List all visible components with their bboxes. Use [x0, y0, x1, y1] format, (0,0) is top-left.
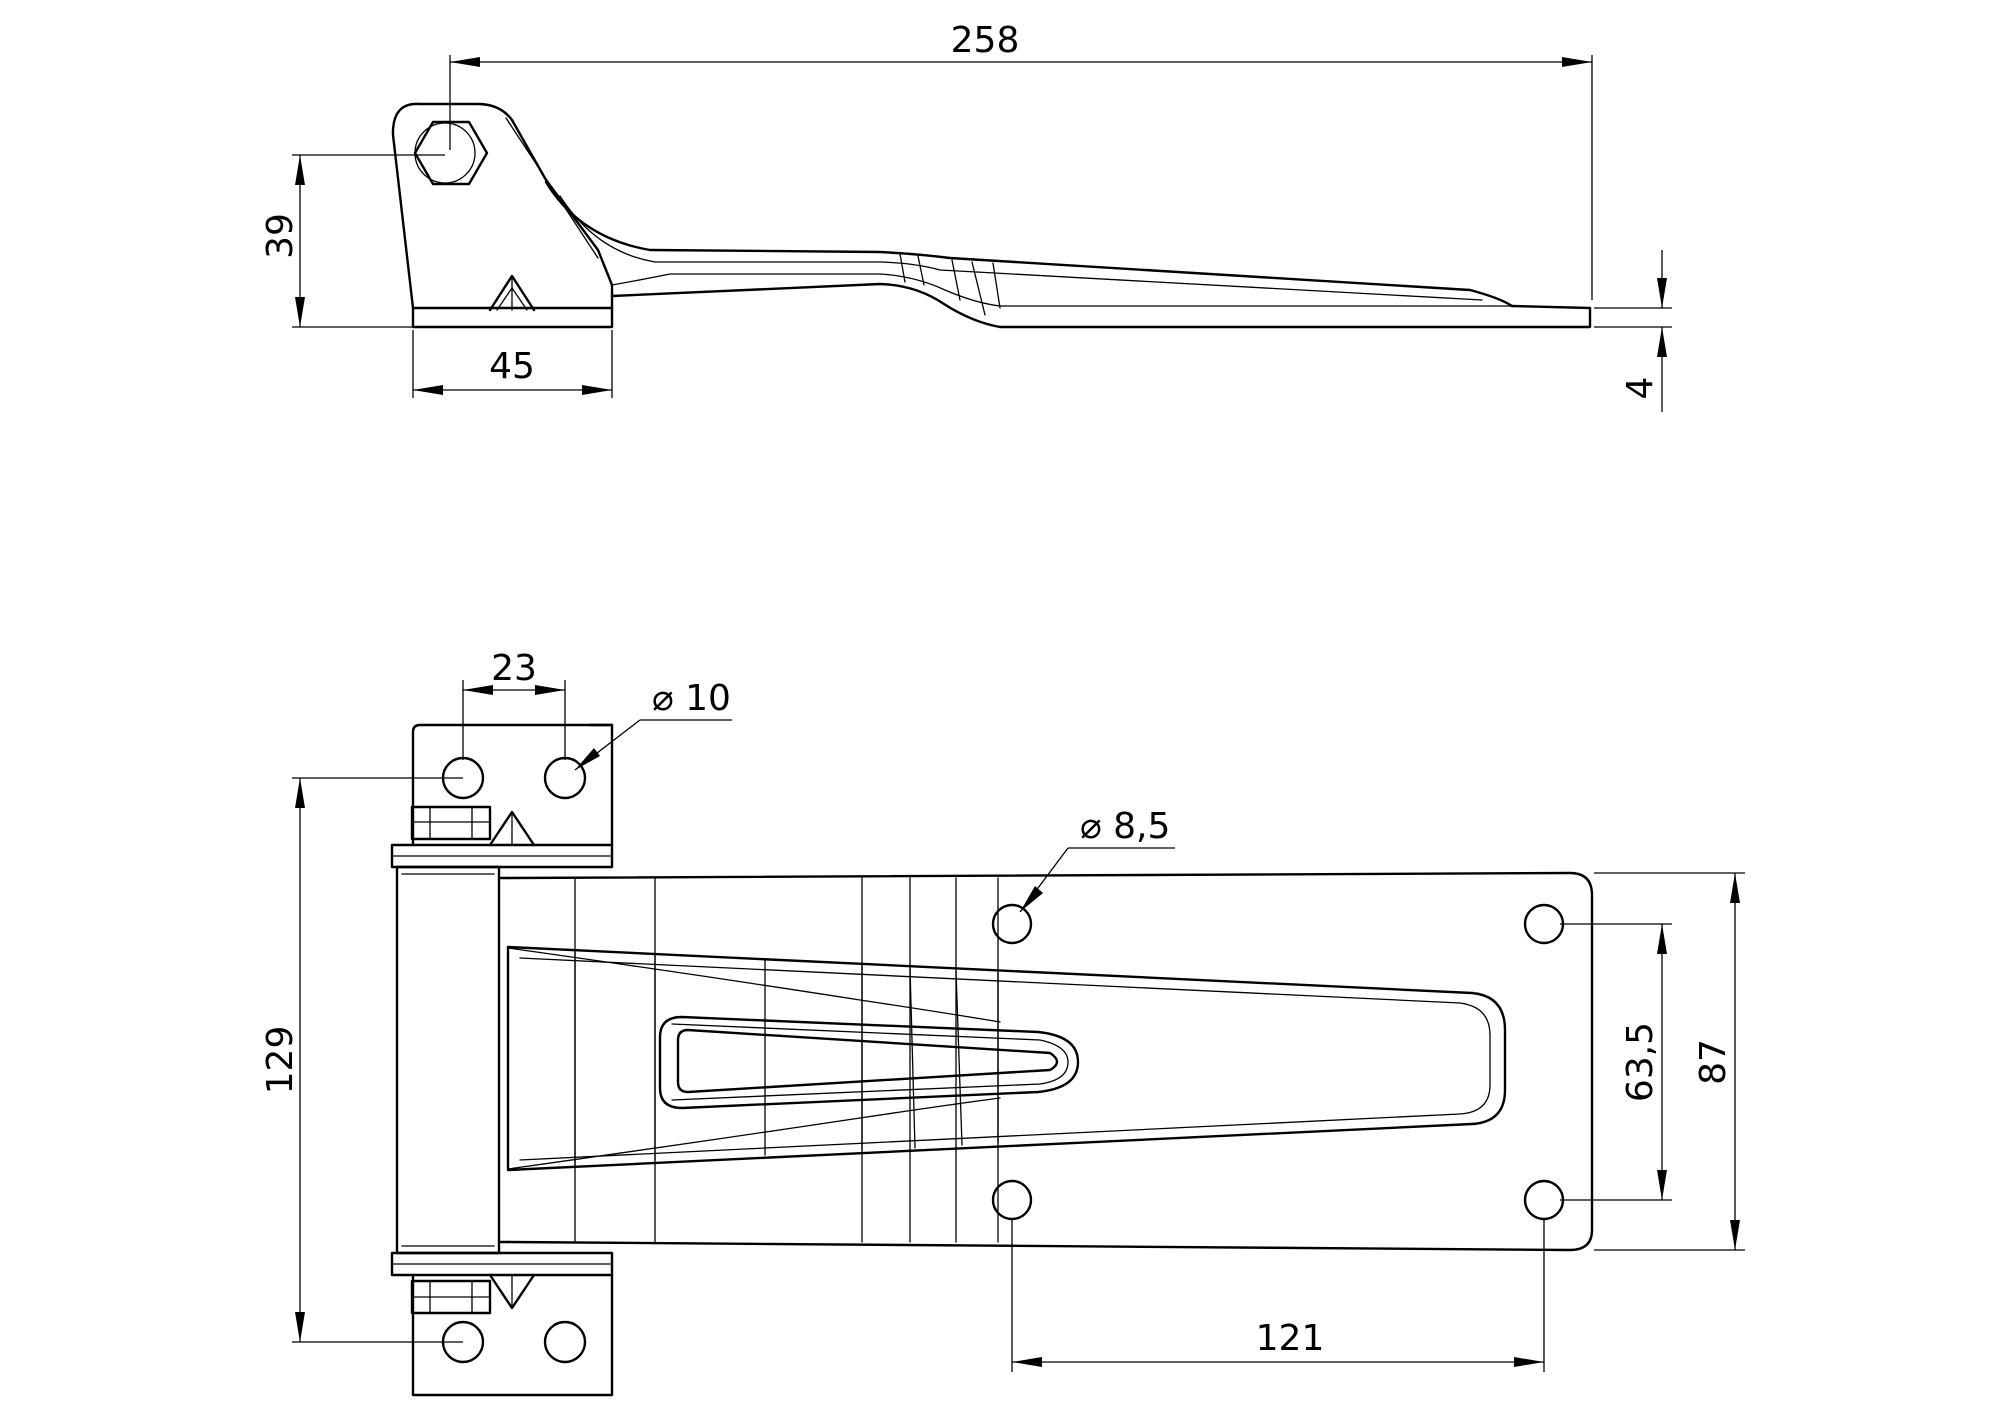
top-nut	[410, 805, 492, 841]
hex-bolt	[413, 120, 489, 186]
dimension-label-leaf-hole-pitch-horizontal: 121	[1256, 1318, 1325, 1359]
dimension-leaf-hole-pitch-vertical: 63,5	[1560, 923, 1672, 1201]
dimension-label-knuckle-height: 39	[260, 213, 301, 259]
dimension-hinge-hole-diameter: ⌀ 10	[574, 678, 732, 771]
central-slot	[658, 1015, 1080, 1110]
dimension-label-leaf-height: 87	[1693, 1039, 1734, 1085]
dimension-leaf-hole-pitch-horizontal: 121	[1011, 1220, 1545, 1372]
bottom-bracket-plate	[411, 1273, 614, 1397]
dimension-label-overall-height: 129	[260, 1026, 301, 1095]
dimension-label-hinge-hole-diameter: ⌀ 10	[652, 678, 731, 719]
front-view: 23 ⌀ 10 ⌀ 8,5 129	[260, 648, 1745, 1397]
dimension-label-base-width: 45	[489, 346, 535, 387]
dimension-base-width: 45	[412, 330, 613, 398]
bottom-bracket-hole-right	[543, 1320, 587, 1364]
side-view-body	[391, 102, 1592, 329]
knuckle-barrel	[395, 865, 501, 1255]
dimension-overall-height: 129	[260, 777, 463, 1343]
dimension-hinge-hole-spacing: 23	[462, 648, 566, 760]
dimension-label-leaf-hole-diameter: ⌀ 8,5	[1080, 806, 1170, 847]
leaf-hole-bottom-left	[991, 1179, 1033, 1221]
dimension-label-total-length: 258	[951, 20, 1020, 61]
hinge-leaf	[506, 871, 1594, 1252]
leaf-hole-top-right	[1523, 903, 1565, 945]
leaf-hole-top-left	[991, 903, 1033, 945]
top-bracket-hole-right	[543, 756, 587, 800]
dimension-thickness: 4	[1594, 250, 1672, 412]
stiffening-rib	[506, 945, 1507, 1172]
dimension-label-leaf-hole-pitch-vertical: 63,5	[1620, 1022, 1661, 1102]
top-bracket-plate	[411, 723, 614, 847]
dimension-label-thickness: 4	[1620, 377, 1661, 400]
dimension-leaf-height: 87	[1594, 872, 1745, 1251]
dimension-total-length: 258	[449, 20, 1593, 300]
side-view: 258 39 45 4	[260, 20, 1672, 412]
leaf-hole-bottom-right	[1523, 1179, 1565, 1221]
dimension-knuckle-height: 39	[260, 154, 445, 328]
dimension-label-hinge-hole-spacing: 23	[491, 648, 537, 689]
dimension-leaf-hole-diameter: ⌀ 8,5	[1019, 806, 1175, 913]
